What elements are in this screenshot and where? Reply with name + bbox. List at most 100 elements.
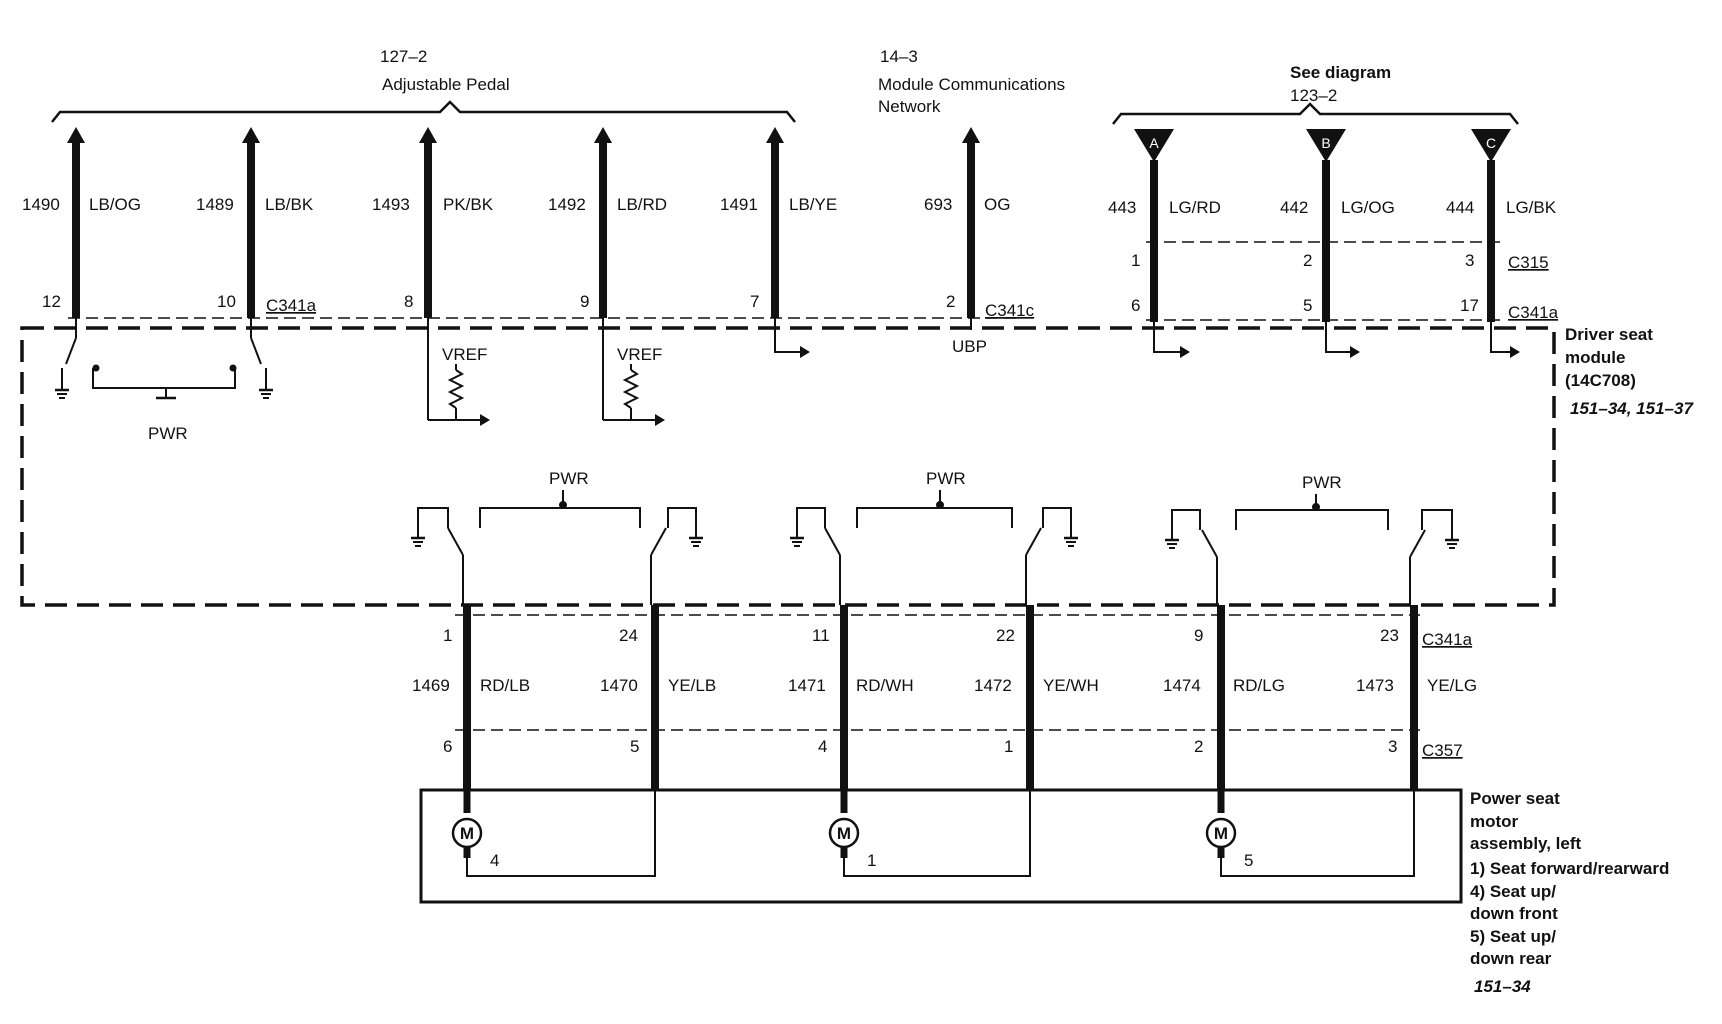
svg-text:1) Seat forward/rearward: 1) Seat forward/rearward xyxy=(1470,859,1669,878)
wire-circuit: 1492 xyxy=(548,195,586,214)
wire-color: PK/BK xyxy=(443,195,494,214)
motor-switch-group-3: PWR xyxy=(1171,473,1453,605)
pedal-ref: 127–2 xyxy=(380,47,427,66)
svg-text:1474: 1474 xyxy=(1163,676,1201,695)
connector-c341a-label-2: C341a xyxy=(1508,303,1559,322)
motor-3: M 5 xyxy=(1205,790,1415,877)
svg-text:(14C708): (14C708) xyxy=(1565,371,1636,390)
wire-pin: 17 xyxy=(1460,296,1479,315)
see-diagram-ref: 123–2 xyxy=(1290,86,1337,105)
wire-1489: 1489 LB/BK 10 xyxy=(196,127,314,318)
svg-text:3: 3 xyxy=(1388,737,1397,756)
pedal-pwr-label: PWR xyxy=(148,424,188,443)
motor-symbol: M xyxy=(1214,824,1228,843)
wire-color: LG/BK xyxy=(1506,198,1557,217)
svg-text:RD/LG: RD/LG xyxy=(1233,676,1285,695)
wire-color: LG/RD xyxy=(1169,198,1221,217)
svg-text:2: 2 xyxy=(1194,737,1203,756)
wire-circuit: 1491 xyxy=(720,195,758,214)
pwr-label: PWR xyxy=(926,469,966,488)
connector-c341a-label-3: C341a xyxy=(1422,630,1473,649)
ground-symbol xyxy=(1062,526,1080,548)
ground-symbol xyxy=(788,526,806,548)
svg-text:RD/LB: RD/LB xyxy=(480,676,530,695)
ubp-label: UBP xyxy=(952,337,987,356)
svg-text:4) Seat up/: 4) Seat up/ xyxy=(1470,882,1556,901)
wire-pin: 7 xyxy=(750,292,759,311)
pedal-title: Adjustable Pedal xyxy=(382,75,510,94)
connector-flag-c: C xyxy=(1486,135,1496,151)
wire-1493: 1493 PK/BK 8 xyxy=(372,127,494,318)
connector-c341a-label-1: C341a xyxy=(266,296,317,315)
svg-text:1471: 1471 xyxy=(788,676,826,695)
wire-pin: 8 xyxy=(404,292,413,311)
wire-443: A 443 LG/RD 1 6 xyxy=(1108,129,1221,322)
connector-c357-label: C357 xyxy=(1422,741,1463,760)
svg-text:assembly, left: assembly, left xyxy=(1470,834,1582,853)
driver-seat-module-label: Driver seat module (14C708) 151–34, 151–… xyxy=(1565,325,1694,418)
wire-1469: 1 1469 RD/LB 6 xyxy=(412,605,530,790)
svg-text:1469: 1469 xyxy=(412,676,450,695)
svg-text:23: 23 xyxy=(1380,626,1399,645)
wire-444: C 444 LG/BK 3 17 xyxy=(1446,129,1557,322)
wire-1490: 1490 LB/OG 12 xyxy=(22,127,141,318)
svg-text:22: 22 xyxy=(996,626,1015,645)
svg-text:11: 11 xyxy=(812,626,830,645)
svg-text:down rear: down rear xyxy=(1470,949,1552,968)
wire-693: 693 OG 2 xyxy=(924,127,1010,318)
wire-1470: 24 1470 YE/LB 5 xyxy=(600,605,716,790)
return-lines xyxy=(774,318,1520,358)
motor-number: 4 xyxy=(490,851,499,870)
wire-color: LB/OG xyxy=(89,195,141,214)
pedal-switch-circuit xyxy=(61,318,267,400)
pedal-bracket xyxy=(51,100,796,123)
vref-label-2: VREF xyxy=(617,345,662,364)
pwr-label: PWR xyxy=(1302,473,1342,492)
connector-c341c-label: C341c xyxy=(985,301,1035,320)
vref-circuit-1 xyxy=(427,318,490,426)
motor-switch-group-2: PWR xyxy=(796,469,1072,605)
wire-pin: 9 xyxy=(580,292,589,311)
group-see-diagram: See diagram 123–2 xyxy=(1112,63,1519,125)
ground-symbol xyxy=(53,378,71,400)
wire-1471: 11 1471 RD/WH 4 xyxy=(788,605,914,790)
svg-text:motor: motor xyxy=(1470,812,1519,831)
svg-text:5) Seat up/: 5) Seat up/ xyxy=(1470,927,1556,946)
motor-symbol: M xyxy=(837,824,851,843)
wire-circuit: 444 xyxy=(1446,198,1474,217)
wire-pin-c315: 1 xyxy=(1131,251,1140,270)
wire-circuit: 1489 xyxy=(196,195,234,214)
wire-1474: 9 1474 RD/LG 2 xyxy=(1163,605,1285,790)
wire-color: LB/RD xyxy=(617,195,667,214)
ground-symbol xyxy=(409,526,427,548)
svg-text:YE/WH: YE/WH xyxy=(1043,676,1099,695)
power-seat-motor-assembly-label: Power seat motor assembly, left 1) Seat … xyxy=(1470,789,1669,996)
motor-symbol: M xyxy=(460,824,474,843)
wire-442: B 442 LG/OG 2 5 xyxy=(1280,129,1395,322)
wire-pin: 10 xyxy=(217,292,236,311)
wire-color: LG/OG xyxy=(1341,198,1395,217)
wire-pin: 6 xyxy=(1131,296,1140,315)
svg-text:YE/LG: YE/LG xyxy=(1427,676,1477,695)
network-title-1: Module Communications xyxy=(878,75,1065,94)
wire-1473: 23 1473 YE/LG 3 xyxy=(1356,605,1477,790)
ground-symbol xyxy=(1163,528,1181,550)
power-seat-motor-assembly-box xyxy=(419,788,1463,904)
connector-flag-a: A xyxy=(1149,135,1159,151)
motor-2: M 1 xyxy=(828,790,1031,877)
ground-symbol xyxy=(1443,528,1461,550)
pwr-label: PWR xyxy=(549,469,589,488)
wire-pin: 12 xyxy=(42,292,61,311)
svg-text:151–34: 151–34 xyxy=(1474,977,1531,996)
wire-circuit: 443 xyxy=(1108,198,1136,217)
wire-pin-c315: 3 xyxy=(1465,251,1474,270)
motor-switch-group-1: PWR xyxy=(417,469,697,605)
svg-text:down front: down front xyxy=(1470,904,1558,923)
wire-1472: 22 1472 YE/WH 1 xyxy=(974,605,1099,790)
svg-text:5: 5 xyxy=(630,737,639,756)
see-diagram-bracket xyxy=(1112,102,1519,125)
wire-pin-c315: 2 xyxy=(1303,251,1312,270)
wire-color: LB/YE xyxy=(789,195,837,214)
motor-number: 1 xyxy=(867,851,876,870)
